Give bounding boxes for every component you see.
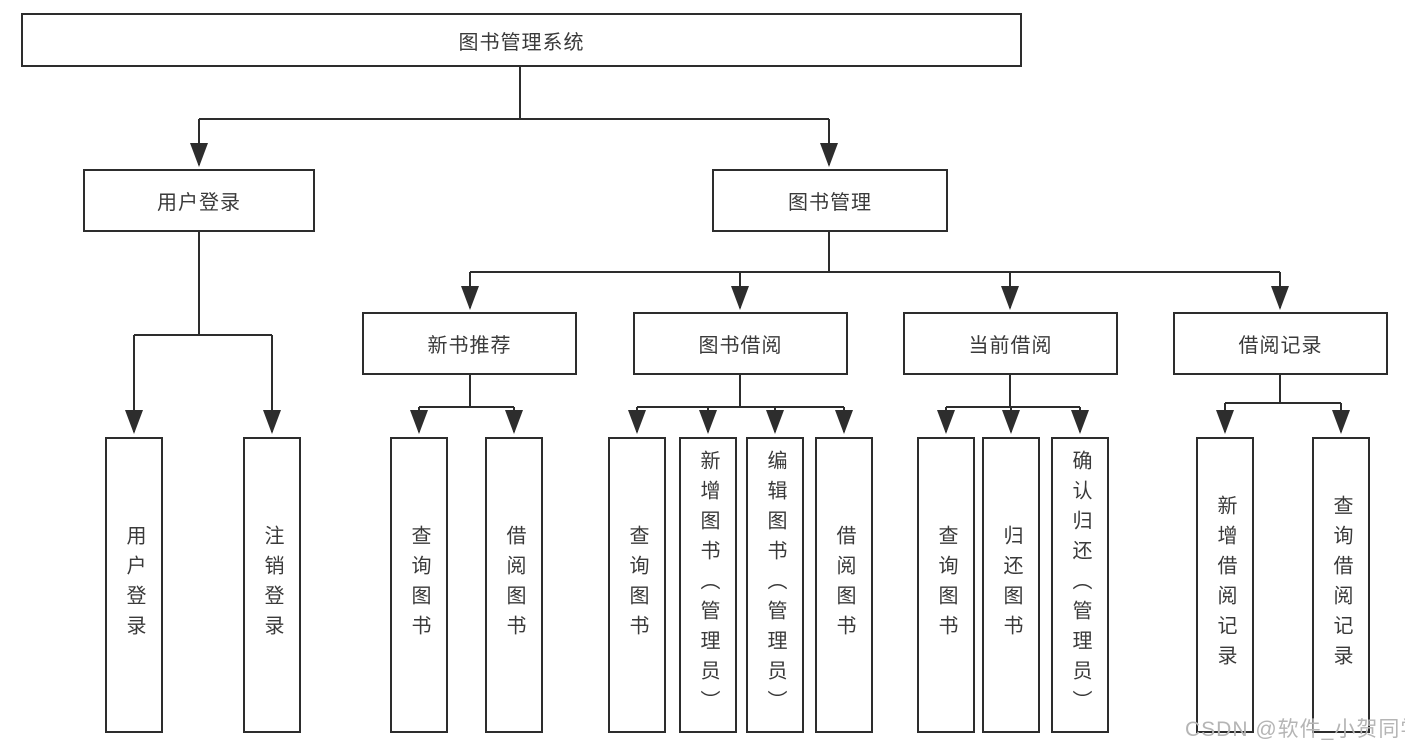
leaf-query-books-borrow-label: 查询图书 <box>626 525 648 645</box>
node-borrow-records: 借阅记录 <box>1173 312 1388 375</box>
leaf-borrow-books-label: 借阅图书 <box>833 525 855 645</box>
node-book-management: 图书管理 <box>712 169 948 232</box>
leaf-add-borrow-record: 新增借阅记录 <box>1196 437 1254 733</box>
leaf-confirm-return-admin: 确认归还（管理员） <box>1051 437 1109 733</box>
leaf-return-book: 归还图书 <box>982 437 1040 733</box>
node-book-borrow-label: 图书借阅 <box>698 335 783 357</box>
node-current-borrow: 当前借阅 <box>903 312 1118 375</box>
leaf-edit-book-admin: 编辑图书（管理员） <box>746 437 804 733</box>
leaf-user-login: 用户登录 <box>105 437 163 733</box>
leaf-borrow-books-recommend: 借阅图书 <box>485 437 543 733</box>
leaf-query-books-recommend-label: 查询图书 <box>408 525 430 645</box>
leaf-query-books-current-label: 查询图书 <box>935 525 957 645</box>
leaf-borrow-books-recommend-label: 借阅图书 <box>503 525 525 645</box>
leaf-add-book-admin-label: 新增图书（管理员） <box>697 450 719 720</box>
leaf-query-books-current: 查询图书 <box>917 437 975 733</box>
leaf-user-login-label: 用户登录 <box>123 525 145 645</box>
leaf-query-books-borrow: 查询图书 <box>608 437 666 733</box>
node-user-login-label: 用户登录 <box>157 192 241 214</box>
node-borrow-records-label: 借阅记录 <box>1238 335 1323 357</box>
node-new-book-recommend: 新书推荐 <box>362 312 577 375</box>
leaf-return-book-label: 归还图书 <box>1000 525 1022 645</box>
node-root: 图书管理系统 <box>21 13 1022 67</box>
leaf-logout: 注销登录 <box>243 437 301 733</box>
branch-segments <box>134 67 1341 408</box>
leaf-add-book-admin: 新增图书（管理员） <box>679 437 737 733</box>
leaf-query-borrow-record-label: 查询借阅记录 <box>1330 495 1352 675</box>
leaf-borrow-books: 借阅图书 <box>815 437 873 733</box>
node-root-label: 图书管理系统 <box>458 31 585 54</box>
node-new-book-recommend-label: 新书推荐 <box>427 335 512 357</box>
leaf-logout-label: 注销登录 <box>261 525 283 645</box>
node-current-borrow-label: 当前借阅 <box>968 335 1053 357</box>
node-book-borrow: 图书借阅 <box>633 312 848 375</box>
node-user-login: 用户登录 <box>83 169 315 232</box>
leaf-query-books-recommend: 查询图书 <box>390 437 448 733</box>
csdn-watermark: CSDN @软件_小贺同学 <box>1185 718 1405 741</box>
leaf-confirm-return-admin-label: 确认归还（管理员） <box>1069 450 1091 720</box>
node-book-management-label: 图书管理 <box>788 192 872 214</box>
leaf-add-borrow-record-label: 新增借阅记录 <box>1214 495 1236 675</box>
leaf-edit-book-admin-label: 编辑图书（管理员） <box>764 450 786 720</box>
leaf-query-borrow-record: 查询借阅记录 <box>1312 437 1370 733</box>
